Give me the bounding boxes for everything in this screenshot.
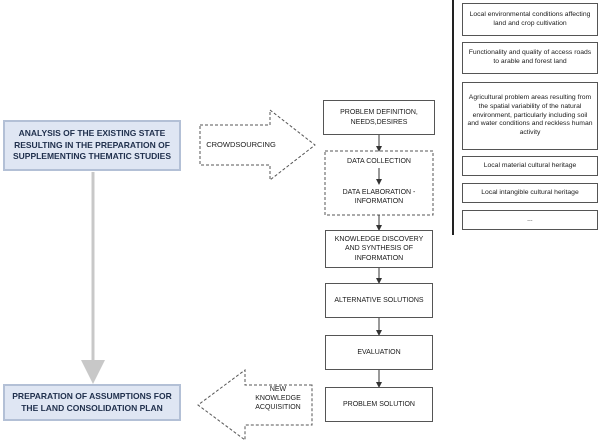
- evaluation-box: EVALUATION: [325, 335, 433, 370]
- knowledge-discovery-text: KNOWLEDGE DISCOVERY AND SYNTHESIS OF INF…: [334, 236, 424, 262]
- right-item-text: Local material cultural heritage: [483, 161, 577, 169]
- right-item-text: Local environmental conditions affecting…: [469, 10, 591, 27]
- right-item-text: Local intangible cultural heritage: [481, 188, 579, 196]
- new-knowledge-label: NEW KNOWLEDGE ACQUISITION: [255, 386, 301, 412]
- knowledge-discovery-box: KNOWLEDGE DISCOVERY AND SYNTHESIS OF INF…: [325, 230, 433, 268]
- problem-solution-box: PROBLEM SOLUTION: [325, 387, 433, 422]
- preparation-text: PREPARATION OF ASSUMPTIONS FOR THE LAND …: [12, 391, 172, 413]
- data-collection-label: DATA COLLECTION: [347, 158, 411, 165]
- data-elaboration-label: DATA ELABORATION - INFORMATION: [342, 189, 416, 206]
- right-item-0: Local environmental conditions affecting…: [462, 3, 598, 36]
- crowdsourcing-arrow: [199, 108, 316, 182]
- right-item-text: Functionality and quality of access road…: [468, 49, 592, 65]
- analysis-box: ANALYSIS OF THE EXISTING STATE RESULTING…: [3, 120, 181, 171]
- problem-solution-text: PROBLEM SOLUTION: [343, 400, 415, 408]
- right-item-2: Agricultural problem areas resulting fro…: [462, 82, 598, 150]
- evaluation-text: EVALUATION: [357, 348, 401, 356]
- preparation-box: PREPARATION OF ASSUMPTIONS FOR THE LAND …: [3, 384, 181, 421]
- alternative-solutions-box: ALTERNATIVE SOLUTIONS: [325, 283, 433, 318]
- analysis-text: ANALYSIS OF THE EXISTING STATE RESULTING…: [12, 128, 172, 162]
- new-knowledge-arrow: [197, 369, 313, 441]
- right-item-text: Agricultural problem areas resulting fro…: [467, 93, 593, 137]
- problem-definition-text: PROBLEM DEFINITION, NEEDS,DESIRES: [340, 109, 418, 126]
- right-item-1: Functionality and quality of access road…: [462, 42, 598, 74]
- alternative-solutions-text: ALTERNATIVE SOLUTIONS: [334, 296, 424, 304]
- right-item-3: Local material cultural heritage: [462, 156, 598, 176]
- crowdsourcing-label: CROWDSOURCING: [206, 140, 276, 149]
- problem-definition-box: PROBLEM DEFINITION, NEEDS,DESIRES: [323, 100, 435, 135]
- right-item-text: ...: [527, 215, 533, 223]
- right-item-4: Local intangible cultural heritage: [462, 183, 598, 203]
- right-item-5: ...: [462, 210, 598, 230]
